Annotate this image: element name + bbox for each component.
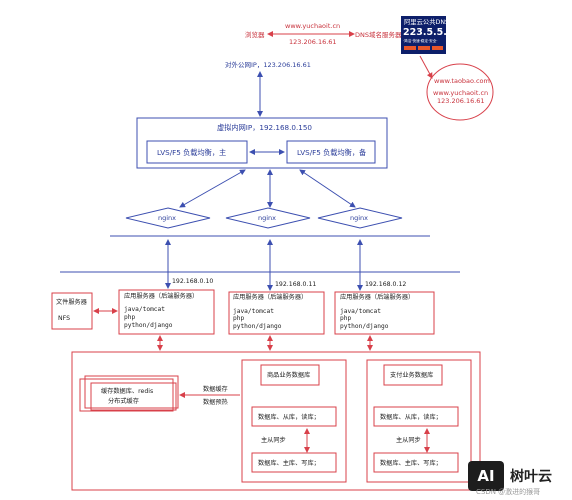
goods-db-title: 商品业务数据库 — [267, 371, 310, 379]
watermark-logo: AI — [468, 461, 504, 491]
dns-server-label: DNS域名服务器 — [355, 30, 402, 39]
nginx-node-2 — [225, 207, 311, 229]
goods-db-slave-box — [251, 406, 337, 427]
lvs-master-label: LVS/F5 负载均衡，主 — [157, 148, 226, 157]
app-server-3-title: 应用服务器（后端服务器） — [340, 293, 414, 301]
app-server-3 — [334, 291, 435, 335]
dns-ad-card: 阿里云公共DNS 223.5.5.5 ·简洁·快速·稳定·安全· — [401, 16, 454, 54]
dns-ad-small: ·简洁·快速·稳定·安全· — [403, 38, 437, 43]
app-server-1-line1: java/tomcat — [124, 306, 165, 313]
goods-db-sync: 主从同步 — [261, 436, 286, 444]
cache-label-2: 分布式缓存 — [108, 397, 139, 405]
watermark-credit: CSDN @激进的猴哥 — [476, 488, 541, 496]
pay-db-title: 支付业务数据库 — [390, 371, 433, 379]
file-server-title: 文件服务器 — [56, 298, 88, 306]
app-server-1-line3: python/django — [124, 322, 173, 329]
pay-db-sync: 主从同步 — [396, 436, 421, 444]
goods-db-group — [241, 359, 347, 483]
lvs-backup-label: LVS/F5 负载均衡，备 — [297, 148, 366, 157]
dns-record-taobao: www.taobao.com — [434, 77, 490, 85]
dns-record-yuchao: www.yuchaoit.cn — [433, 89, 488, 97]
lb-to-nginx1-arrow — [179, 169, 246, 208]
app-server-2-title: 应用服务器（后端服务器） — [233, 293, 307, 301]
nginx-label-2: nginx — [258, 214, 276, 222]
app-server-1-line2: php — [124, 314, 135, 321]
cache-label-1: 缓存数据库、redis — [101, 387, 153, 395]
pay-db-master: 数据库、主库、写库； — [380, 459, 442, 467]
lvs-master-box — [146, 140, 248, 164]
cache-box-back — [79, 378, 174, 412]
public-ip-label: 对外公网IP，123.206.16.61 — [225, 60, 311, 69]
lb-to-nginx3-arrow — [299, 169, 356, 208]
pay-db-slave: 数据库、从库，读库； — [380, 413, 442, 421]
domain-label: www.yuchaoit.cn — [285, 22, 340, 30]
pay-db-title-box — [383, 364, 443, 386]
goods-db-title-box — [260, 364, 320, 386]
dns-ad-ip: 223.5.5.5 — [403, 27, 454, 38]
file-server-nfs: NFS — [58, 315, 70, 322]
dns-record-ip: 123.206.16.61 — [437, 97, 485, 105]
nginx-label-3: nginx — [350, 214, 368, 222]
app-ip-3: 192.168.0.12 — [365, 281, 406, 288]
pay-db-group — [366, 359, 472, 483]
goods-db-master: 数据库、主库、写库； — [258, 459, 320, 467]
data-layer-box — [71, 351, 481, 491]
app-server-3-line3: python/django — [340, 323, 389, 330]
cache-box-front — [90, 382, 177, 411]
cache-box-mid — [84, 375, 179, 409]
file-server-box — [51, 292, 93, 330]
pay-db-slave-box — [373, 406, 459, 427]
lvs-backup-box — [286, 140, 376, 164]
app-server-1 — [118, 289, 215, 335]
dns-record-arrow — [419, 55, 433, 79]
vip-label: 虚拟内网IP，192.168.0.150 — [217, 123, 312, 132]
app-server-2-line1: java/tomcat — [233, 308, 274, 315]
pay-db-master-box — [373, 452, 459, 473]
app-server-3-line1: java/tomcat — [340, 308, 381, 315]
watermark: AI 树叶云 — [468, 452, 572, 500]
browser-label: 浏览器 — [245, 30, 265, 39]
watermark-name: 树叶云 — [510, 469, 552, 485]
load-balancer-box — [136, 117, 388, 169]
dns-ad-title: 阿里云公共DNS — [404, 17, 449, 26]
app-ip-1: 192.168.0.10 — [172, 278, 213, 285]
app-server-2-line2: php — [233, 315, 244, 322]
nginx-node-3 — [317, 207, 403, 229]
app-server-1-title: 应用服务器（后端服务器） — [124, 292, 198, 300]
goods-db-slave: 数据库、从库，读库； — [258, 413, 320, 421]
cache-note-2: 数据预热 — [203, 398, 229, 406]
nginx-node-1 — [125, 207, 211, 229]
nginx-label-1: nginx — [158, 214, 176, 222]
goods-db-master-box — [251, 452, 337, 473]
app-server-2 — [228, 291, 325, 335]
resolved-ip-label: 123.206.16.61 — [289, 38, 337, 46]
dns-record-bubble — [426, 63, 494, 121]
cache-note-1: 数据缓存 — [203, 385, 228, 393]
app-server-2-line3: python/django — [233, 323, 282, 330]
app-server-3-line2: php — [340, 315, 351, 322]
app-ip-2: 192.168.0.11 — [275, 281, 316, 288]
